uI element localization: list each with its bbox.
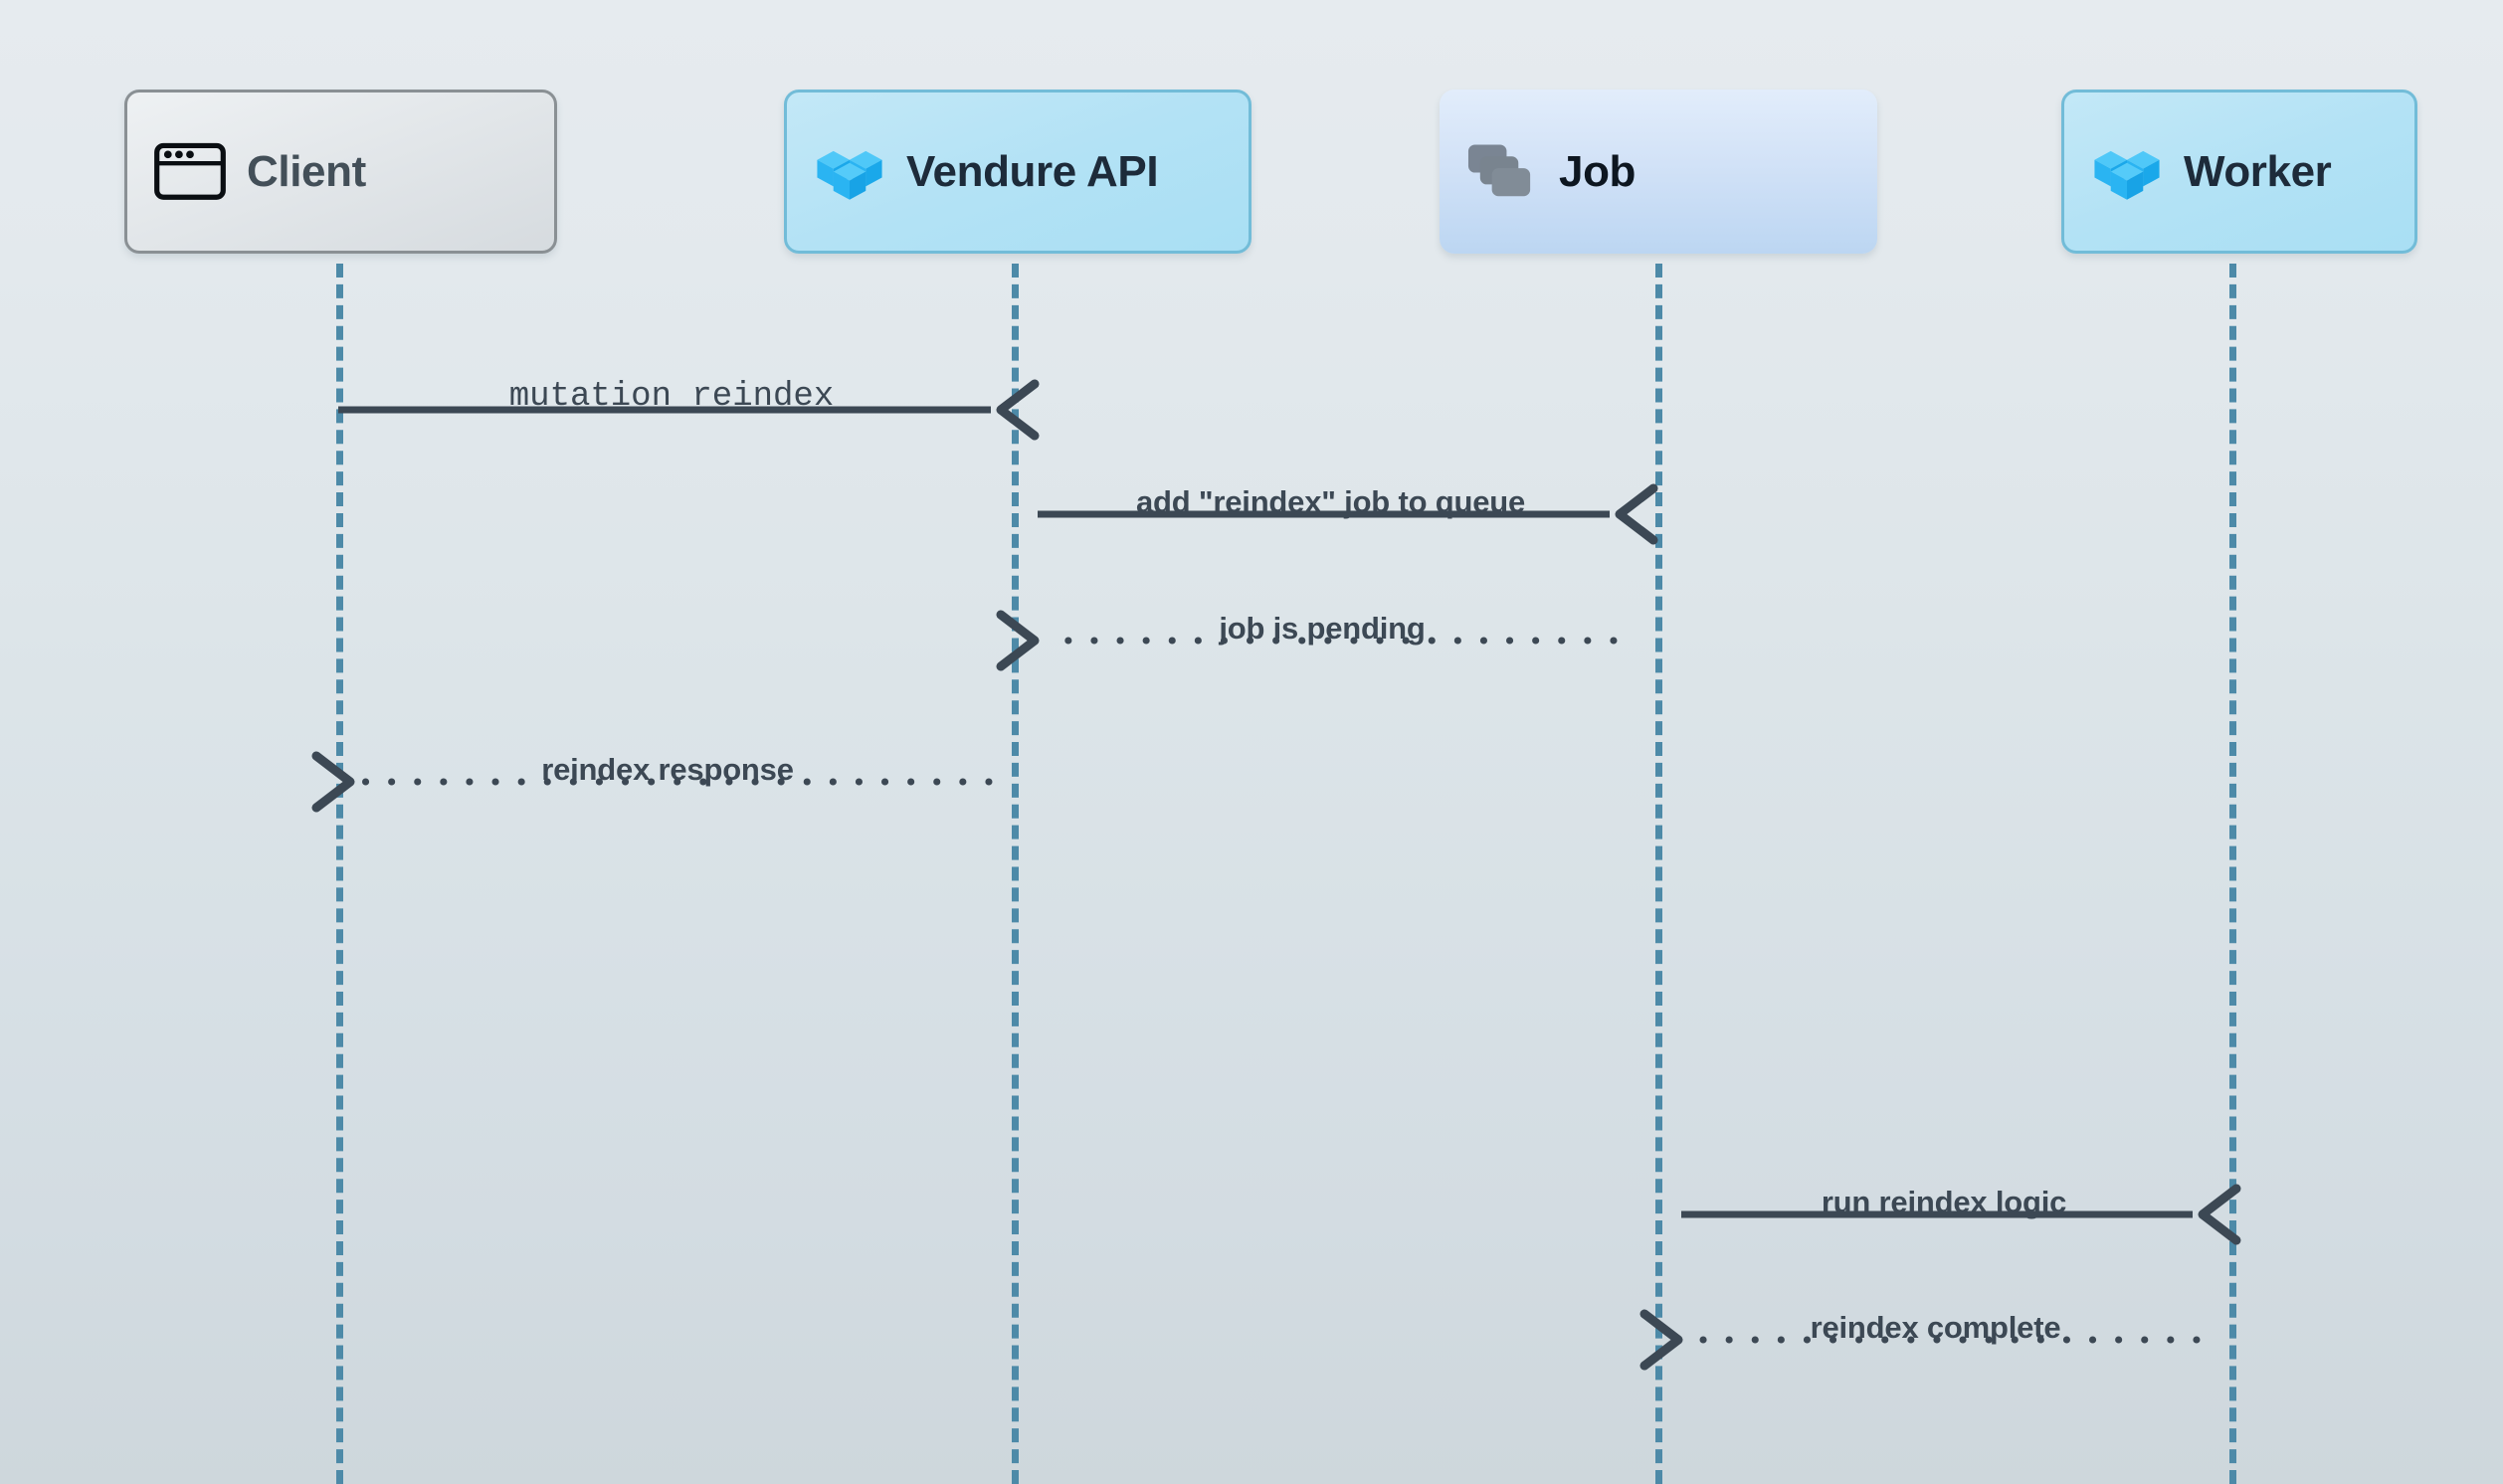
message-label-m3: job is pending: [1219, 611, 1426, 646]
message-label-m5: run reindex logic: [1821, 1185, 2067, 1219]
lifeline-client: [336, 264, 343, 1484]
vendure-cubes-icon: [817, 150, 882, 200]
message-label-m1: mutation reindex: [508, 378, 835, 416]
participant-label-job: Job: [1559, 146, 1637, 196]
message-arrow-m6: [1639, 1309, 2201, 1371]
vendure-cubes-icon: [2094, 150, 2160, 200]
lifeline-vendure-api: [1012, 264, 1019, 1484]
participant-label-client: Client: [247, 146, 366, 196]
message-arrow-m4: [311, 751, 993, 813]
vendure-cubes-icon: [813, 142, 886, 201]
message-label-m6: reindex complete: [1810, 1310, 2061, 1345]
message-label-m2: add "reindex" job to queue: [1135, 484, 1526, 519]
participant-label-worker: Worker: [2184, 146, 2332, 196]
browser-window-icon: [153, 141, 227, 202]
message-m5: run reindex logic: [1681, 1127, 2241, 1245]
message-m3: job is pending: [996, 553, 1618, 671]
message-label-m4: reindex response: [541, 752, 794, 787]
lifeline-worker: [2229, 264, 2236, 1484]
message-arrow-m2: [1038, 483, 1658, 545]
stacked-cards-icon: [1465, 140, 1539, 203]
stacked-cards-icon: [1467, 144, 1531, 197]
message-arrow-m1: [338, 379, 1040, 441]
vendure-cubes-icon: [2090, 142, 2164, 201]
lifeline-job: [1655, 264, 1662, 1484]
message-arrow-m5: [1681, 1184, 2241, 1245]
message-arrow-m3: [996, 610, 1618, 671]
participant-box-vendure-api[interactable]: Vendure API: [784, 90, 1252, 254]
participant-label-vendure-api: Vendure API: [906, 146, 1159, 196]
message-m6: reindex complete: [1639, 1252, 2201, 1371]
message-m1: mutation reindex: [338, 322, 1040, 441]
participant-box-job[interactable]: Job: [1440, 90, 1877, 254]
participant-box-worker[interactable]: Worker: [2061, 90, 2417, 254]
message-m2: add "reindex" job to queue: [1038, 427, 1658, 545]
browser-window-icon: [154, 143, 226, 200]
participant-box-client[interactable]: Client: [124, 90, 557, 254]
message-m4: reindex response: [311, 694, 993, 813]
